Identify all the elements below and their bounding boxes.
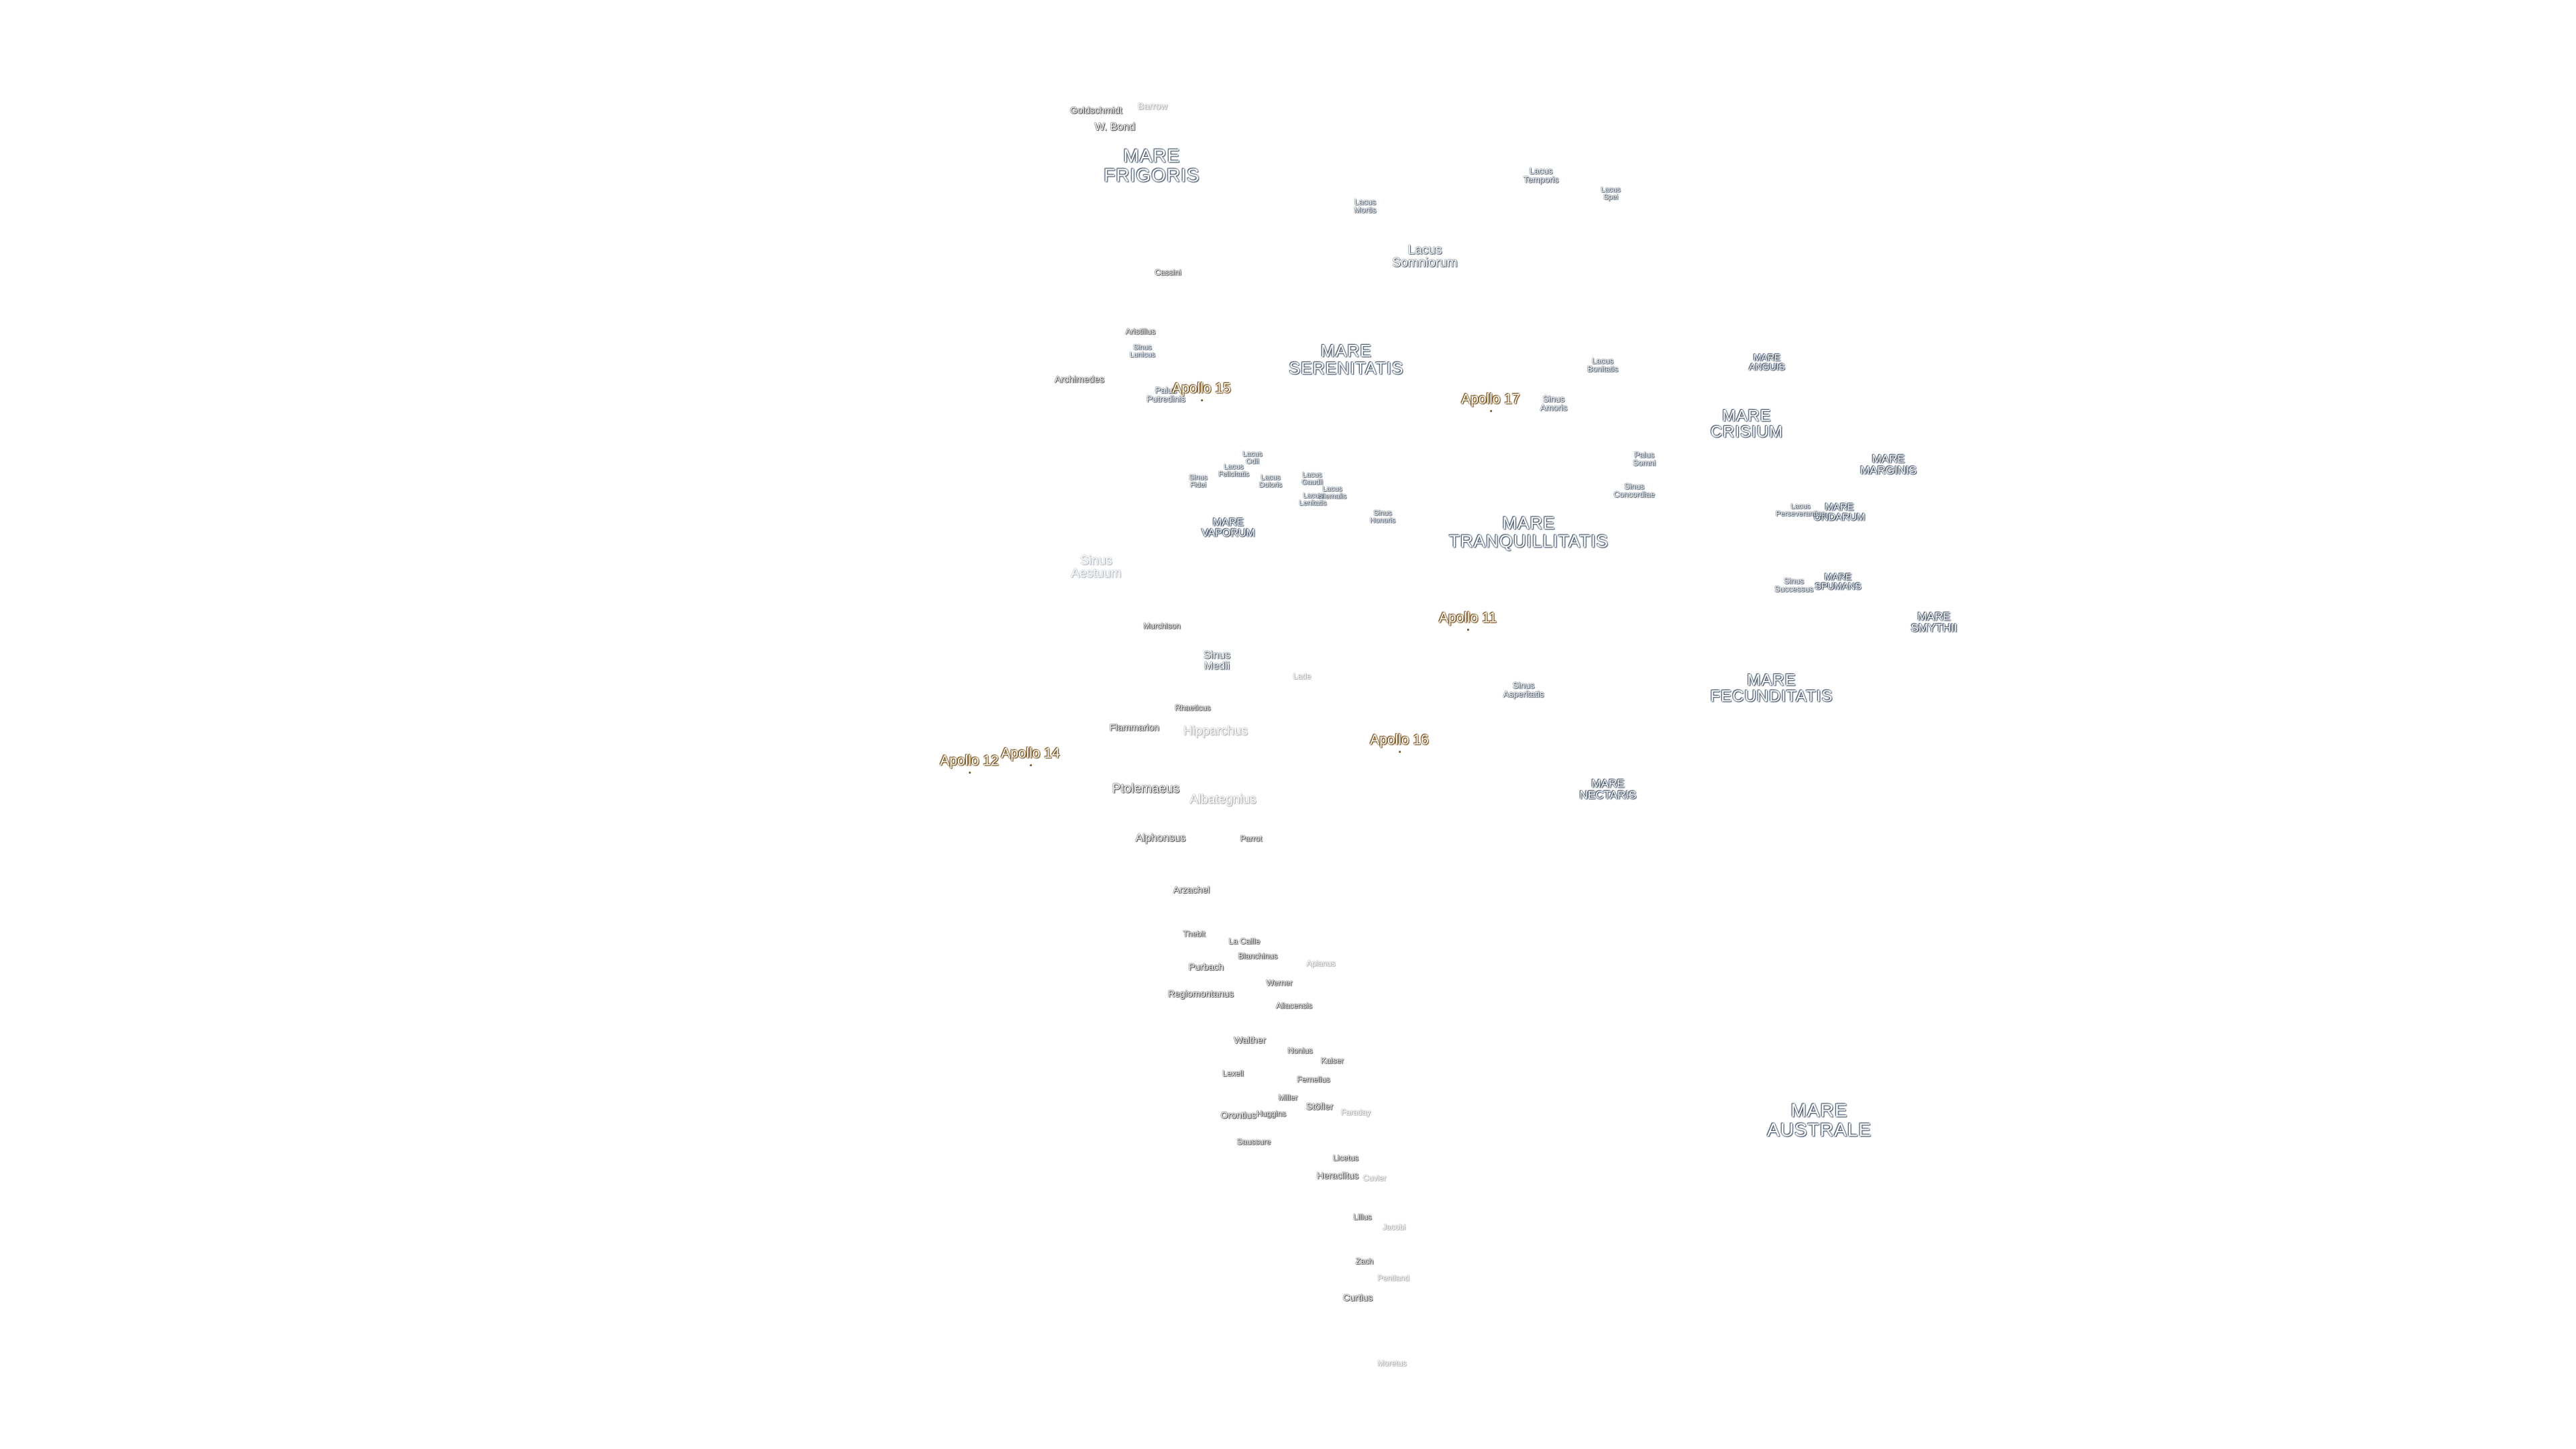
nonius-crater-label: Nonius xyxy=(1287,1045,1313,1055)
apollo-16-site-label[interactable]: Apollo 16 xyxy=(1370,732,1429,754)
ptolemaeus-crater-label: Ptolemaeus xyxy=(1112,782,1180,796)
jacobi-crater-label: Jacobi xyxy=(1382,1222,1406,1232)
lacus-perseverantiae-label: Lacus Perseverantiae xyxy=(1776,502,1825,518)
flammarion-crater-label: Flammarion xyxy=(1110,721,1159,733)
lacus-bonitatis-label: Lacus Bonitatis xyxy=(1587,356,1619,374)
palus-somni-label: Palus Somni xyxy=(1632,449,1656,468)
fernelius-crater-label: Fernelius xyxy=(1297,1074,1330,1084)
lacus-gaudii-label: Lacus Gaudii xyxy=(1301,470,1323,486)
mare-serenitatis-label: MARE SERENITATIS xyxy=(1289,341,1404,378)
moretus-crater-label: Moretus xyxy=(1377,1358,1407,1368)
stofler-crater-label: Stöfler xyxy=(1305,1100,1334,1112)
heraclitus-crater-label: Heraclitus xyxy=(1316,1169,1359,1181)
pentland-crater-label: Pentland xyxy=(1377,1273,1409,1283)
thebit-crater-label: Thebit xyxy=(1183,928,1205,938)
apollo-14-site-label[interactable]: Apollo 14 xyxy=(1001,745,1060,767)
sinus-lunicus-label: Sinus Lunicus xyxy=(1130,343,1155,359)
mare-fecunditatis-label: MARE FECUNDITATIS xyxy=(1710,671,1833,706)
mare-nectaris-label: MARE NECTARIS xyxy=(1579,777,1637,802)
lacus-temporis-label: Lacus Temporis xyxy=(1523,165,1559,184)
lacus-felicitatis-label: Lacus Felicitatis xyxy=(1218,462,1249,478)
barrow-crater-label: Barrow xyxy=(1137,100,1168,111)
purbach-crater-label: Purbach xyxy=(1188,961,1224,972)
huggins-crater-label: Huggins xyxy=(1256,1108,1287,1118)
mare-tranquillitatis-label: MARE TRANQUILLITATIS xyxy=(1449,513,1609,551)
zach-crater-label: Zach xyxy=(1355,1256,1374,1266)
sinus-concordiae-label: Sinus Concordiae xyxy=(1613,481,1655,499)
sinus-amoris-label: Sinus Amoris xyxy=(1540,393,1568,413)
archimedes-crater-label: Archimedes xyxy=(1055,373,1104,384)
cuvier-crater-label: Cuvier xyxy=(1362,1173,1387,1183)
apianus-crater-label: Apianus xyxy=(1306,958,1336,968)
lilius-crater-label: Lilius xyxy=(1353,1212,1372,1222)
sinus-aestuum-label: Sinus Aestuum xyxy=(1071,553,1122,581)
lexell-crater-label: Lexell xyxy=(1222,1068,1244,1078)
palus-putredinis-label: Palus Putredinis xyxy=(1146,384,1185,404)
mare-marginis-label: MARE MARGINIS xyxy=(1860,452,1917,477)
aristillus-crater-label: Aristillus xyxy=(1125,326,1156,336)
walther-crater-label: Walther xyxy=(1234,1034,1266,1045)
lacus-somniorum-label: Lacus Somniorum xyxy=(1392,243,1458,270)
goldschmidt-crater-label: Goldschmidt xyxy=(1070,104,1122,115)
albategnius-crater-label: Albategnius xyxy=(1189,792,1256,807)
mare-frigoris-label: MARE FRIGORIS xyxy=(1104,145,1200,185)
apollo-12-site-label[interactable]: Apollo 12 xyxy=(940,753,999,775)
licetus-crater-label: Licetus xyxy=(1332,1152,1359,1163)
sinus-medii-label: Sinus Medii xyxy=(1203,649,1231,672)
apollo-11-site-label[interactable]: Apollo 11 xyxy=(1438,610,1497,632)
w-bond-crater-label: W. Bond xyxy=(1094,121,1136,133)
orontius-crater-label: Orontius xyxy=(1220,1109,1256,1120)
lacus-lenitatis-label: Lacus Lenitatis xyxy=(1299,491,1327,507)
werner-crater-label: Werner xyxy=(1266,977,1293,987)
regiomontanus-crater-label: Regiomontanus xyxy=(1167,987,1234,999)
mare-smythii-label: MARE SMYTHII xyxy=(1911,610,1957,635)
mare-anguis-label: MARE ANGUIS xyxy=(1749,352,1785,372)
lacus-mortis-label: Lacus Mortis xyxy=(1354,197,1377,215)
alphonsus-crater-label: Alphonsus xyxy=(1135,832,1186,844)
hipparchus-crater-label: Hipparchus xyxy=(1183,724,1248,739)
sinus-honoris-label: Sinus Honoris xyxy=(1370,508,1395,525)
faraday-crater-label: Faraday xyxy=(1340,1107,1371,1117)
blanchinus-crater-label: Blanchinus xyxy=(1238,951,1278,961)
rhaeticus-crater-label: Rhaeticus xyxy=(1175,702,1211,712)
lacus-doloris-label: Lacus Doloris xyxy=(1258,473,1283,489)
lade-crater-label: Lade xyxy=(1293,671,1311,681)
miller-crater-label: Miller xyxy=(1278,1092,1298,1102)
cassini-crater-label: Cassini xyxy=(1155,267,1181,277)
lacus-spei-label: Lacus Spei xyxy=(1601,185,1621,201)
apollo-15-site-label[interactable]: Apollo 15 xyxy=(1172,380,1231,402)
saussure-crater-label: Saussure xyxy=(1236,1136,1271,1146)
aliacensis-crater-label: Aliacensis xyxy=(1275,1000,1313,1010)
curtius-crater-label: Curtius xyxy=(1342,1291,1373,1303)
apollo-17-site-label[interactable]: Apollo 17 xyxy=(1461,391,1520,413)
mare-crisium-label: MARE CRISIUM xyxy=(1710,407,1784,441)
sinus-fidei-label: Sinus Fidei xyxy=(1189,473,1208,489)
mare-australe-label: MARE AUSTRALE xyxy=(1767,1099,1872,1140)
lacus-odii-label: Lacus Odii xyxy=(1242,449,1263,466)
arzachel-crater-label: Arzachel xyxy=(1173,883,1210,895)
mare-undarum-label: MARE UNDARUM xyxy=(1813,501,1866,523)
murchison-crater-label: Murchison xyxy=(1143,621,1181,631)
sinus-successus-label: Sinus Successus xyxy=(1774,576,1814,594)
kaiser-crater-label: Kaiser xyxy=(1320,1055,1344,1065)
mare-vaporum-label: MARE VAPORUM xyxy=(1201,517,1255,539)
sinus-asperitatis-label: Sinus Asperitatis xyxy=(1503,680,1544,699)
la-caille-crater-label: La Caille xyxy=(1228,936,1260,946)
mare-spumans-label: MARE SPUMANS xyxy=(1815,571,1862,592)
parrot-crater-label: Parrot xyxy=(1240,833,1263,843)
lacus-hiemalis-label: Lacus Hiemalis xyxy=(1318,484,1347,500)
